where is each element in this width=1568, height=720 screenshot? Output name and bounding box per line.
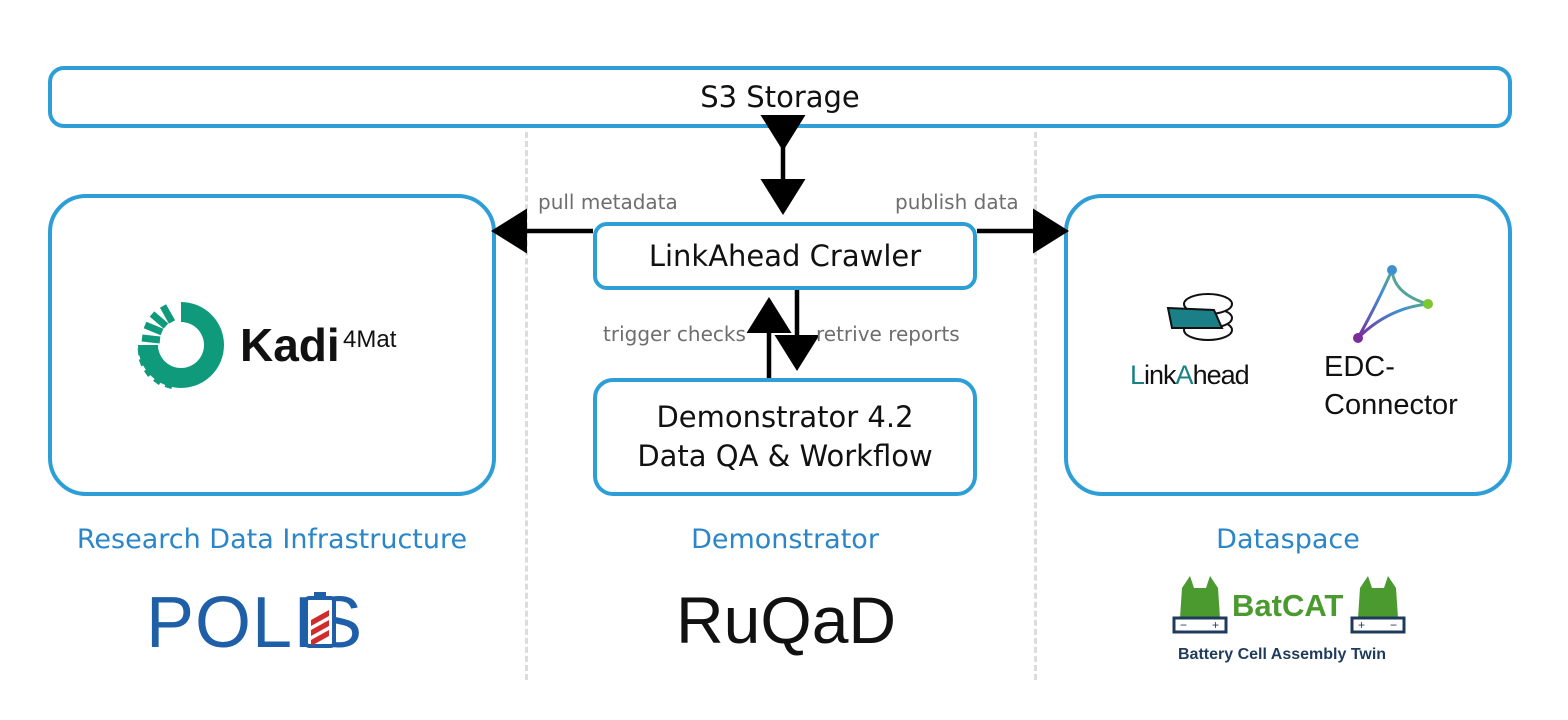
triangle-network-icon [1353, 265, 1433, 343]
svg-text:+: + [1358, 618, 1365, 632]
pull-metadata-label: pull metadata [538, 190, 678, 214]
cat-battery-icon-right: + − [1350, 576, 1406, 634]
right-divider [1034, 132, 1037, 680]
demonstrator-line2: Data QA & Workflow [637, 439, 933, 473]
cat-battery-icon-left: − + [1172, 576, 1228, 634]
demonstrator-box: Demonstrator 4.2 Data QA & Workflow [593, 378, 977, 496]
edc-line1: EDC- [1324, 351, 1395, 383]
stacked-discs-icon [1166, 293, 1233, 341]
section-title-research-data-infrastructure: Research Data Infrastructure [76, 524, 468, 555]
dataspace-panel [1064, 194, 1512, 496]
linkahead-logo-l: L [1130, 360, 1145, 390]
svg-text:+: + [1212, 618, 1219, 632]
batcat-logo-text: BatCAT [1232, 588, 1344, 623]
kadi-logo-text: Kadi [240, 319, 340, 371]
edc-connector-text: EDC- Connector [1324, 348, 1458, 425]
battery-icon [304, 592, 336, 648]
linkahead-logo-text: LinkAhead [1130, 360, 1250, 391]
linkahead-logo-a: A [1175, 360, 1194, 390]
section-title-demonstrator: Demonstrator [691, 524, 879, 555]
research-data-infrastructure-panel [48, 194, 496, 496]
ruqad-logo-text: RuQaD [676, 583, 897, 657]
publish-data-label: publish data [895, 190, 1019, 214]
trigger-checks-label: trigger checks [603, 322, 746, 346]
s3-storage-label: S3 Storage [700, 80, 860, 114]
linkahead-logo-head: head [1192, 360, 1250, 390]
kadi-logo-superscript: 4Mat [343, 326, 397, 353]
svg-text:−: − [1180, 618, 1187, 632]
kadi-ring-icon [137, 302, 224, 390]
batcat-subtitle: Battery Cell Assembly Twin [1178, 646, 1387, 663]
linkahead-logo-ink: ink [1144, 360, 1177, 390]
retrive-reports-label: retrive reports [816, 322, 960, 346]
left-divider [525, 132, 528, 680]
crawler-label: LinkAhead Crawler [648, 239, 922, 273]
section-title-dataspace: Dataspace [1216, 524, 1360, 555]
edc-line2: Connector [1324, 389, 1458, 422]
svg-text:−: − [1390, 618, 1397, 632]
demonstrator-line1: Demonstrator 4.2 [656, 399, 914, 434]
linkahead-crawler-box: LinkAhead Crawler [593, 222, 977, 290]
